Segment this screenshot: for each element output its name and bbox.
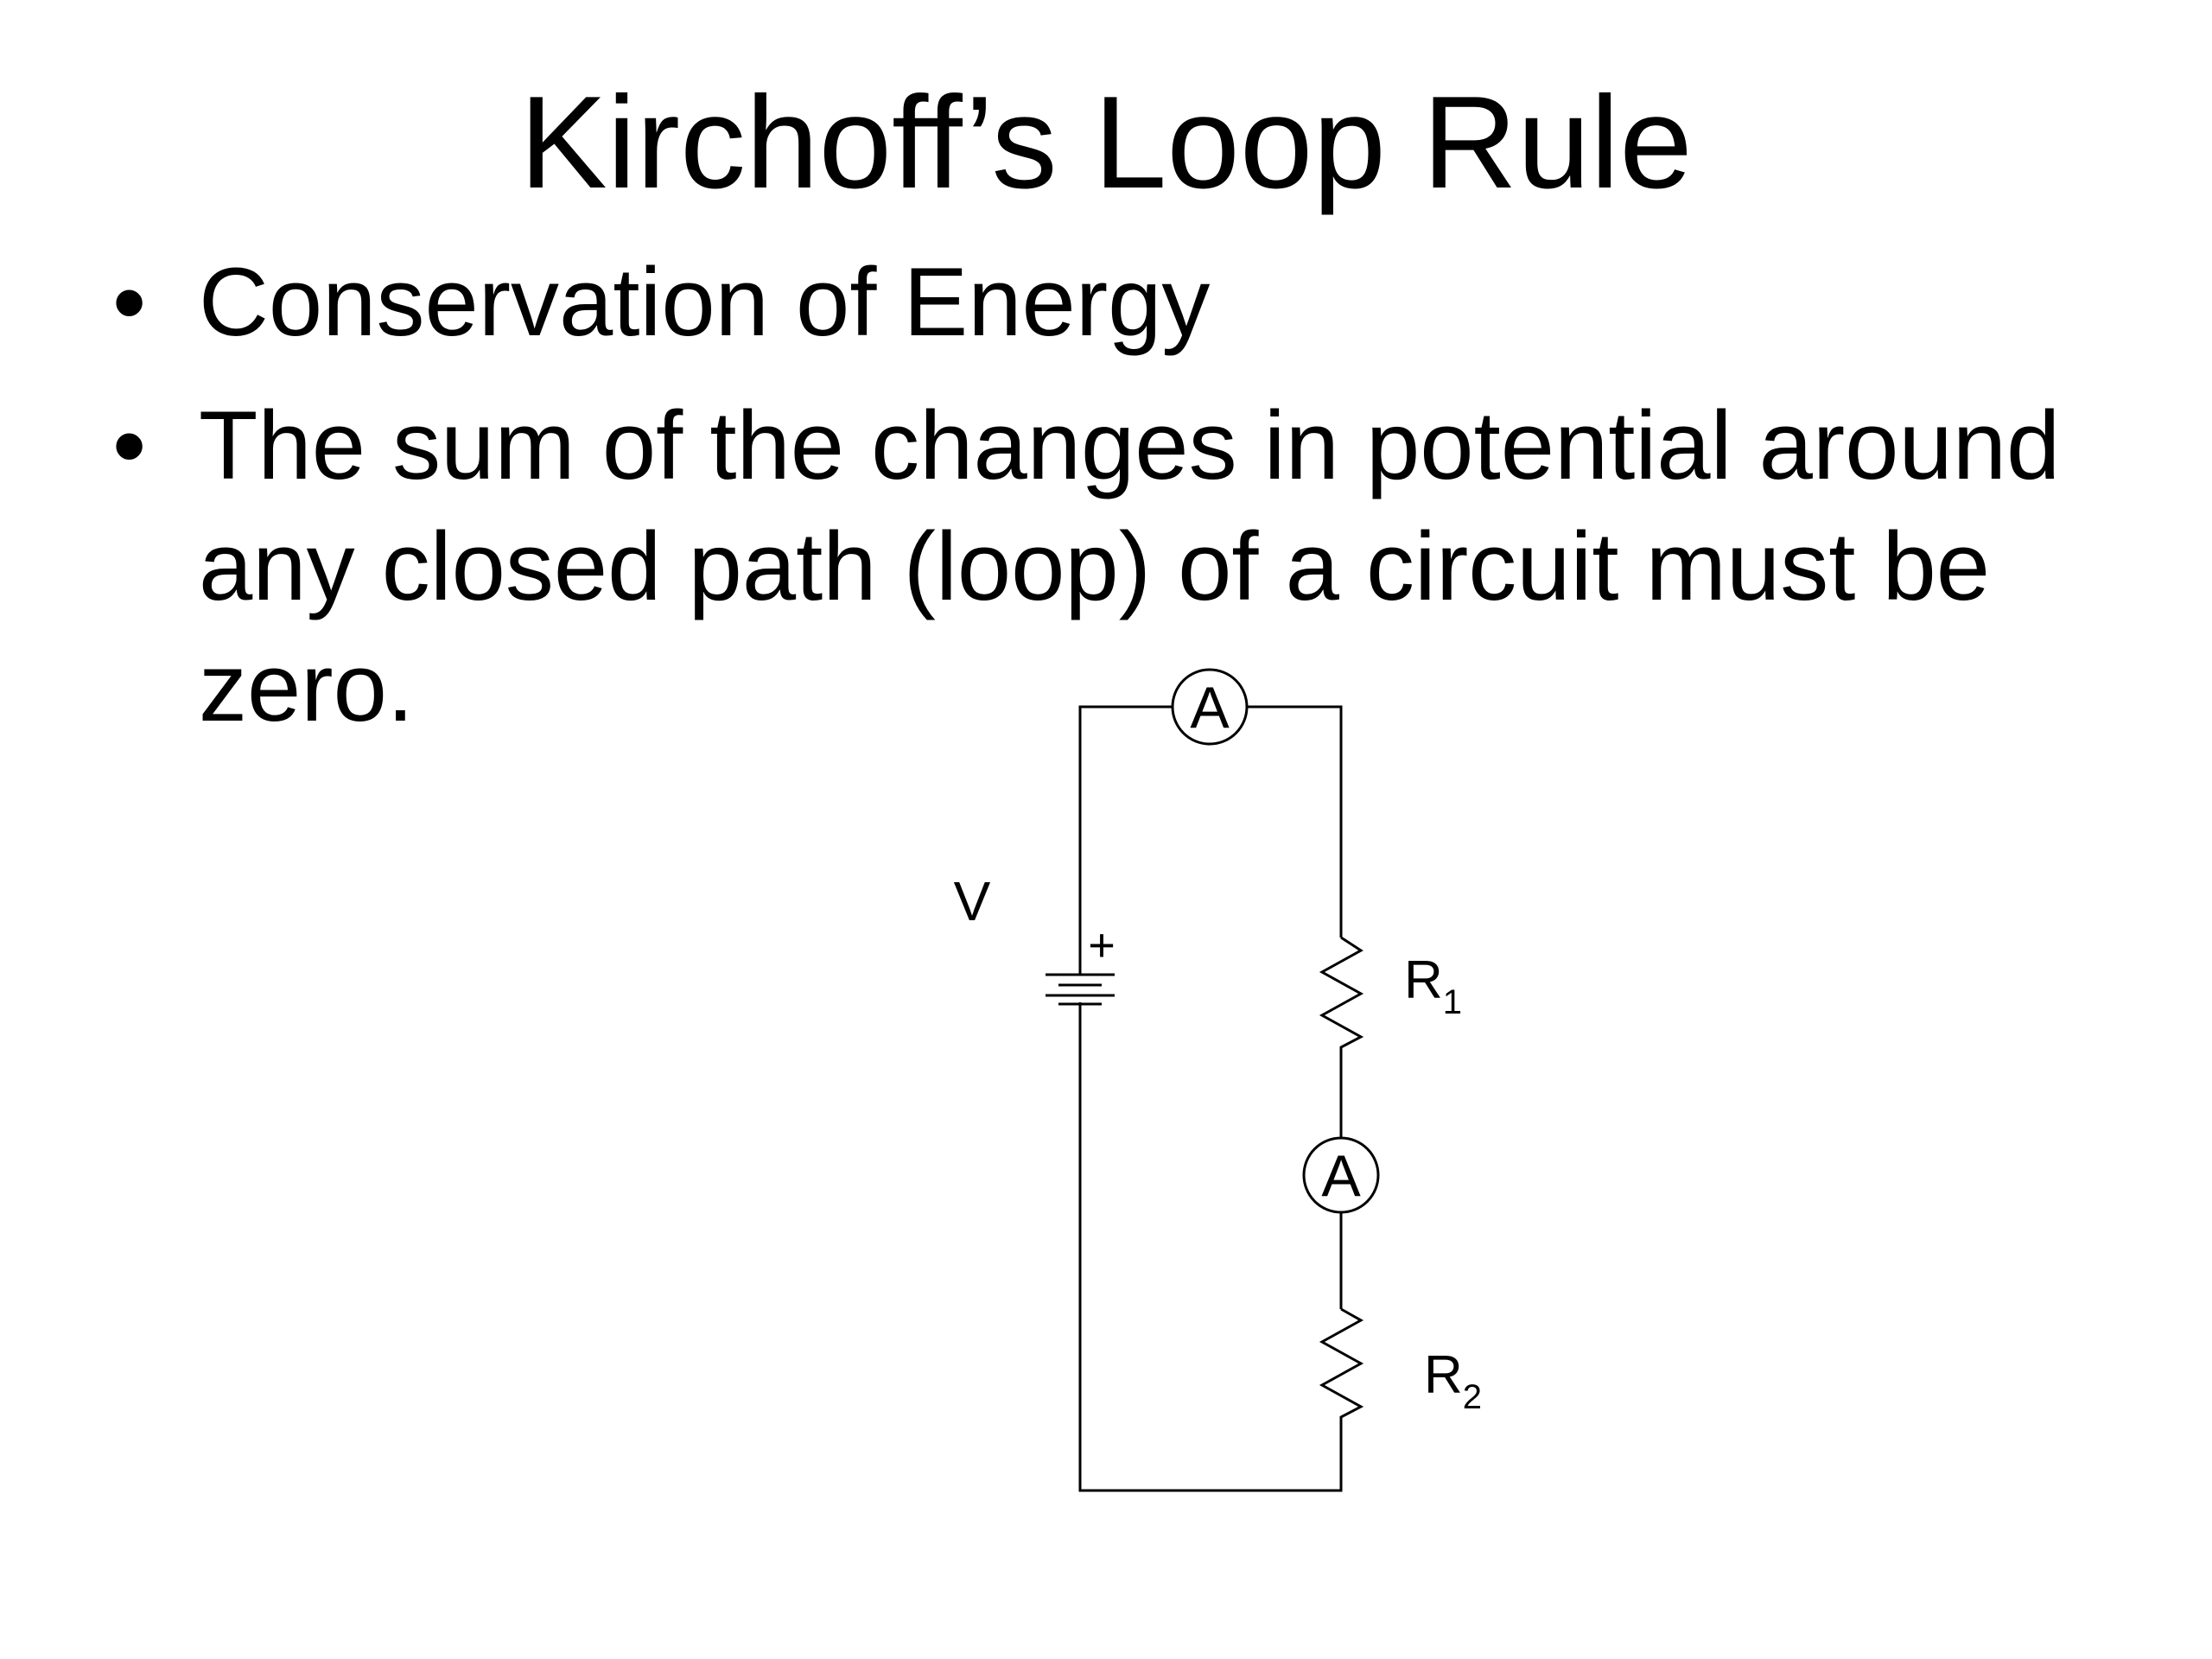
bullet-text: The sum of the changes in potential arou… — [199, 391, 2061, 741]
battery-polarity: + — [1088, 919, 1116, 971]
wire-top-right — [1248, 705, 1343, 938]
ammeter-top-icon — [1171, 668, 1249, 746]
wire-left-upper — [1078, 705, 1172, 907]
bullet-list: • Conservation of Energy • The sum of th… — [112, 242, 2100, 771]
bullet-item-loop-sum: • The sum of the changes in potential ar… — [112, 385, 2100, 748]
ammeter-right-label: A — [1321, 1143, 1361, 1209]
resistor-r1-icon — [1319, 936, 1364, 1137]
bullet-text: Conservation of Energy — [199, 248, 1211, 356]
resistor-r2-label: R2 — [1424, 1345, 1482, 1416]
bullet-icon: • — [112, 248, 147, 356]
battery-label: V — [954, 870, 991, 932]
slide-title: Kirchoff’s Loop Rule — [519, 69, 1693, 216]
bullet-item-conservation: • Conservation of Energy — [112, 242, 2100, 363]
resistor-r2-icon — [1078, 1002, 1364, 1492]
ammeter-right-icon — [1302, 1136, 1380, 1214]
bullet-icon: • — [112, 391, 147, 499]
resistor-r1-label: R1 — [1404, 950, 1462, 1021]
ammeter-top-label: A — [1190, 675, 1230, 741]
